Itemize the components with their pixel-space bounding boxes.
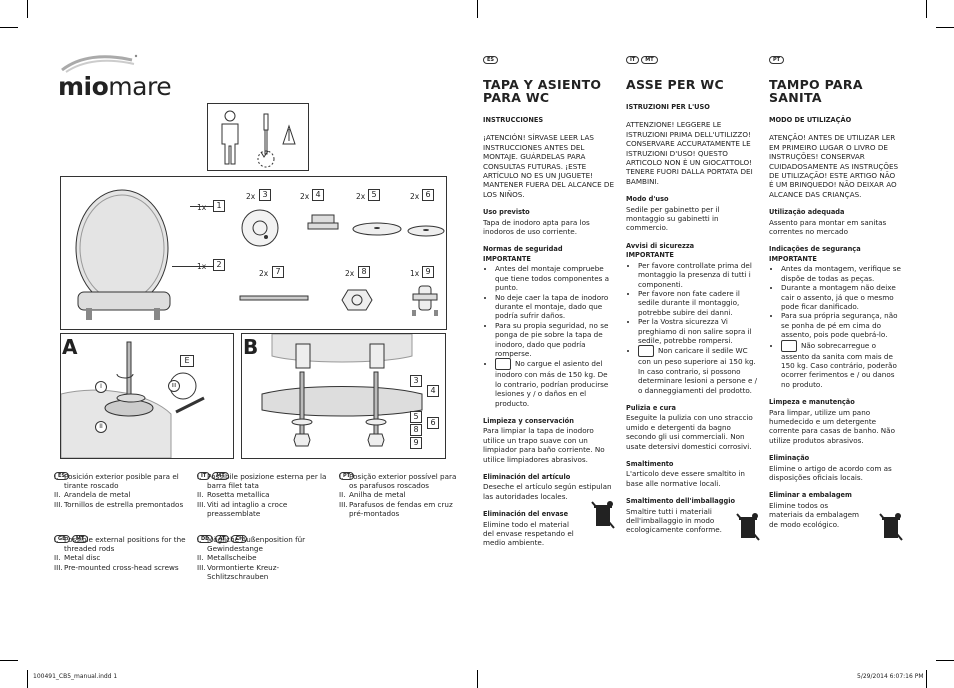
part-number: 9 [422, 266, 434, 278]
part-number: 9 [410, 437, 422, 449]
legend-es: I.Posición exterior posible para el tira… [54, 472, 184, 509]
toilet-seat-illustration [75, 189, 171, 320]
recycle-bin-icon [736, 513, 760, 541]
part-number: 3 [410, 375, 422, 387]
lang-flag: ES [483, 56, 499, 64]
recycle-bin-icon [879, 513, 903, 541]
legend-pt: I.Posição exterior possível para os para… [339, 472, 457, 518]
legend-it: I.Possibile posizione esterna per la bar… [197, 472, 327, 518]
part-number: 1 [213, 200, 225, 212]
legend-de: I.Mögliche Außenposition für Gewindestan… [197, 535, 306, 581]
recycle-bin-icon [591, 501, 615, 529]
assembly-a-illustration [60, 341, 205, 459]
callout-i: I [95, 381, 107, 393]
column-title: ASSE PER WC [626, 77, 724, 92]
legend-gb: I.Possible external positions for the th… [54, 535, 186, 572]
diagram-b [241, 333, 446, 459]
weight-icon [495, 358, 511, 371]
part-number: 2 [213, 259, 225, 271]
column-title: TAPA Y ASIENTO PARA WC [483, 77, 602, 105]
part-qty: 1x [410, 269, 420, 278]
part-qty: 1x [197, 203, 207, 212]
tools-panel [207, 103, 309, 171]
part-number: 5 [410, 411, 422, 423]
part-label-e: E [180, 355, 194, 367]
assembly-b-illustration [261, 333, 423, 447]
person-screwdriver-icon [221, 110, 296, 168]
parts-box [60, 176, 447, 330]
part-qty: 2x [345, 269, 355, 278]
diagram-a-label: A [62, 335, 78, 359]
legend-pt-flag: PT [339, 462, 356, 481]
column-title: TAMPO PARA SANITA [769, 77, 863, 105]
callout-iii: III [168, 380, 180, 392]
part-number: 6 [427, 417, 439, 429]
part-number: 5 [368, 189, 380, 201]
footer-date: 5/29/2014 6:07:16 PM [857, 673, 924, 680]
part-qty: 2x [259, 269, 269, 278]
callout-ii: II [95, 421, 107, 433]
part-number: 4 [427, 385, 439, 397]
column-pt: PT TAMPO PARA SANITA MODO DE UTILIZAÇÃO … [769, 54, 901, 529]
part-qty: 2x [246, 192, 256, 201]
legend-es-flag: ES [54, 462, 71, 481]
brand-swoosh-icon [61, 54, 138, 73]
weight-icon [781, 339, 797, 352]
part-qty: 2x [356, 192, 366, 201]
footer-file: 100491_CB5_manual.indd 1 [33, 673, 118, 680]
part-number: 4 [312, 189, 324, 201]
brand-logo: miomare [58, 72, 172, 101]
parts-row1-illustration [241, 209, 445, 247]
part-qty: 2x [410, 192, 420, 201]
diagram-b-label: B [243, 335, 259, 359]
parts-row2-illustration [239, 285, 438, 316]
part-number: 3 [259, 189, 271, 201]
part-number: 8 [410, 424, 422, 436]
part-number: 6 [422, 189, 434, 201]
diagram-a [60, 333, 234, 459]
part-number: 7 [272, 266, 284, 278]
part-number: 8 [358, 266, 370, 278]
weight-icon [638, 345, 654, 358]
part-qty: 2x [300, 192, 310, 201]
column-es: ES TAPA Y ASIENTO PARA WC INSTRUCCIONES … [483, 54, 615, 548]
